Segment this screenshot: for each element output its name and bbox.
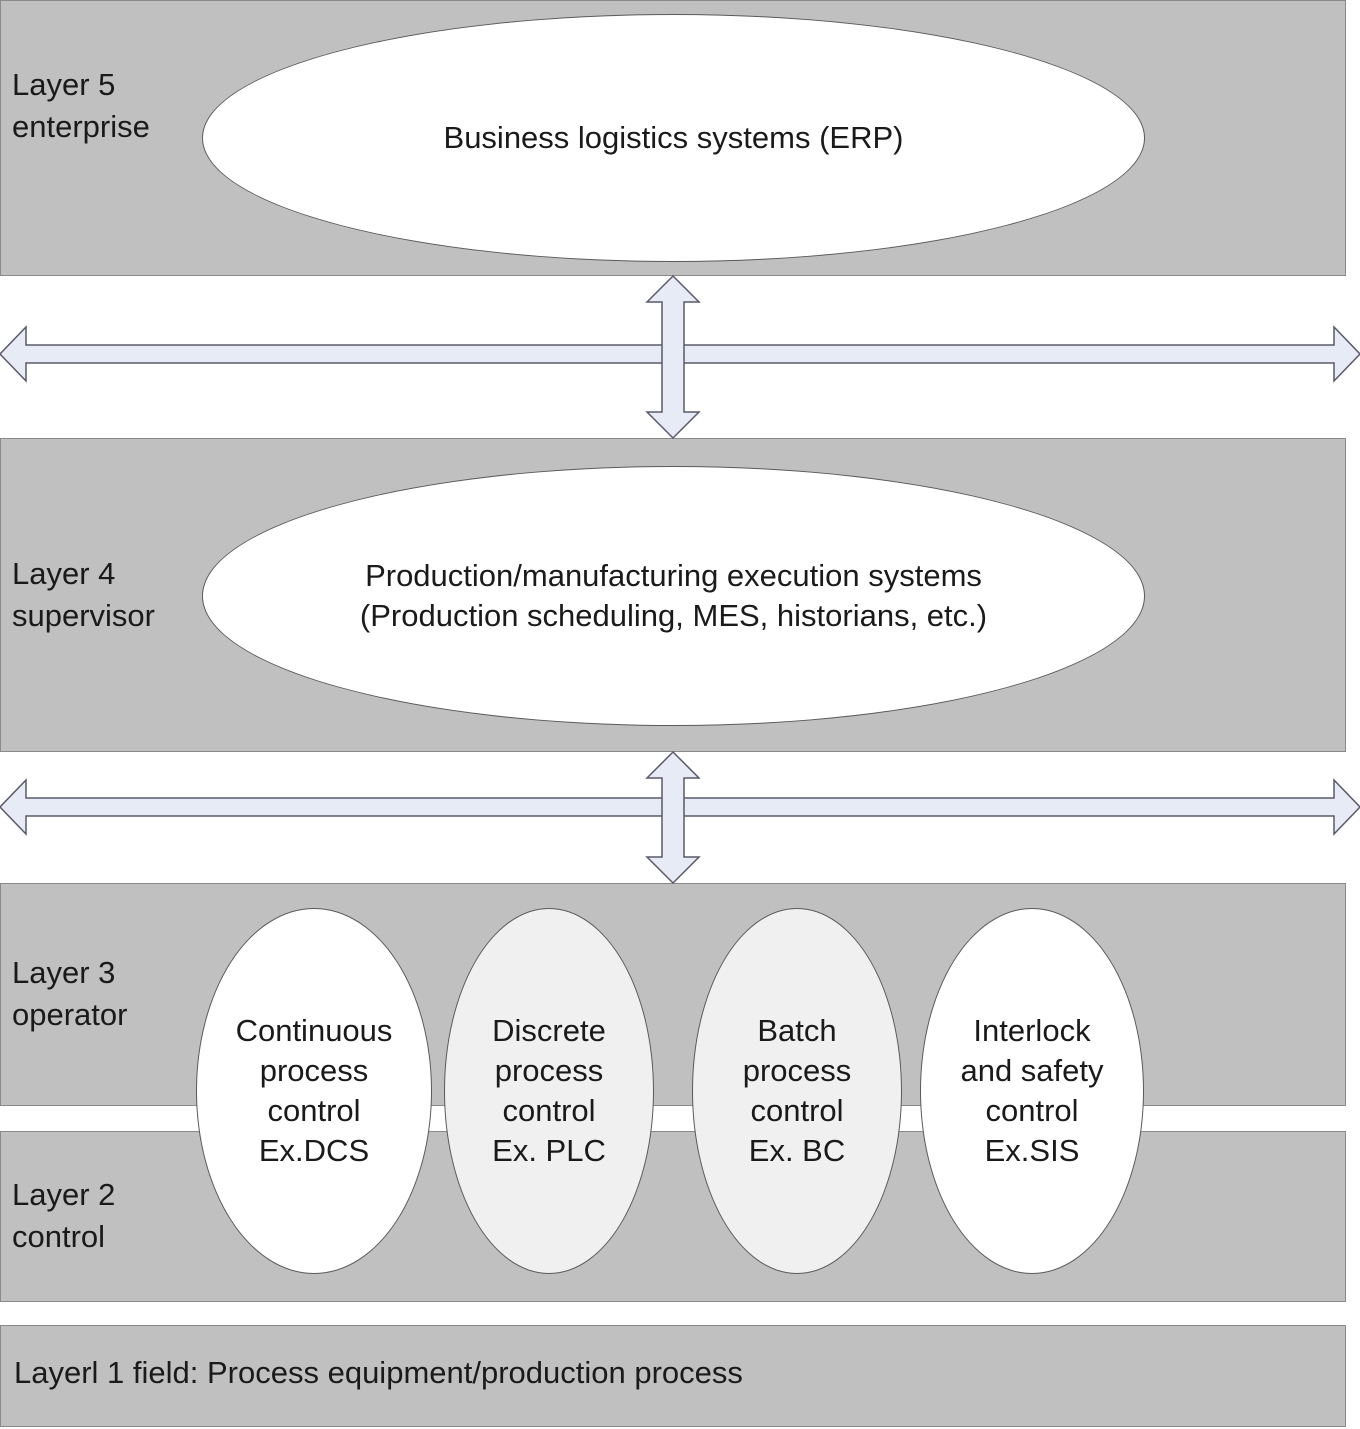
continuous-line2: process [259,1053,369,1088]
layer5-name: enterprise [12,109,150,144]
batch-line3: control [750,1093,844,1128]
mes-ellipse: Production/manufacturing execution syste… [202,466,1145,726]
batch-control-ellipse: Batch process control Ex. BC [692,908,902,1274]
layer1-label: Layerl 1 field: Process equipment/produc… [14,1355,743,1390]
discrete-control-ellipse: Discrete process control Ex. PLC [444,908,654,1274]
continuous-line3: control [267,1093,361,1128]
layer5-label: Layer 5 enterprise [12,64,150,148]
layer4-name: supervisor [12,598,155,633]
layer1-band [0,1325,1346,1427]
layer2-label: Layer 2 control [12,1174,115,1258]
discrete-line1: Discrete [492,1013,606,1048]
discrete-line3: control [502,1093,596,1128]
layer4-number: Layer 4 [12,556,116,591]
continuous-line4: Ex.DCS [258,1133,370,1168]
safety-line2: and safety [960,1053,1104,1088]
discrete-line4: Ex. PLC [492,1133,606,1168]
mes-label-line2: (Production scheduling, MES, historians,… [359,598,988,633]
batch-line2: process [742,1053,852,1088]
layer5-number: Layer 5 [12,67,116,102]
lower-vertical-arrow [645,750,701,885]
safety-line3: control [985,1093,1079,1128]
safety-line4: Ex.SIS [984,1133,1080,1168]
layer4-label: Layer 4 supervisor [12,553,155,637]
continuous-control-ellipse: Continuous process control Ex.DCS [196,908,432,1274]
layer3-number: Layer 3 [12,955,116,990]
safety-line1: Interlock [973,1013,1091,1048]
continuous-line1: Continuous [235,1013,393,1048]
layer3-label: Layer 3 operator [12,952,127,1036]
safety-control-ellipse: Interlock and safety control Ex.SIS [920,908,1144,1274]
layer3-name: operator [12,997,128,1032]
layer2-number: Layer 2 [12,1177,116,1212]
upper-vertical-arrow [645,274,701,440]
erp-label: Business logistics systems (ERP) [443,120,904,155]
batch-line1: Batch [757,1013,837,1048]
erp-ellipse: Business logistics systems (ERP) [202,14,1145,262]
discrete-line2: process [494,1053,604,1088]
layer2-name: control [12,1219,106,1254]
mes-label-line1: Production/manufacturing execution syste… [365,558,982,593]
batch-line4: Ex. BC [748,1133,846,1168]
